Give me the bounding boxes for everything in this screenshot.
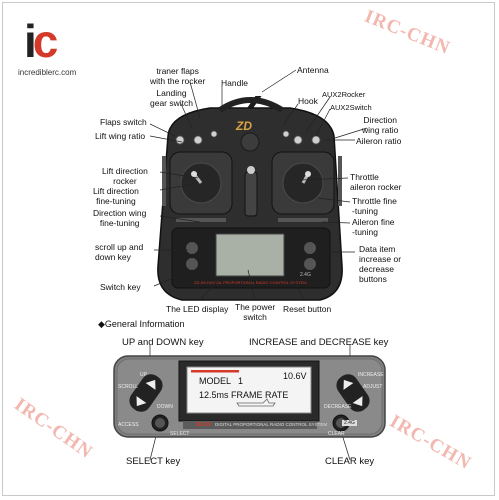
label-scroll-keys: scroll up and down key [95,242,144,262]
label-hook: Hook [298,96,318,106]
panel-clear-small-label: CLEAR [328,431,345,437]
label-lift-wing-ratio: Lift wing ratio [95,131,146,141]
label-clear-key: CLEAR key [325,456,375,467]
image-frame [2,2,495,496]
panel-down-label: DOWN [157,404,173,410]
panel-select-small-label: SELECT [170,431,190,437]
label-flaps-switch: Flaps switch [100,117,147,127]
label-up-down-key: UP and DOWN key [122,337,204,348]
label-aileron-ratio: Aileron ratio [356,136,402,146]
label-select-key: SELECT key [126,456,181,467]
label-power-switch: The power switch [235,302,276,322]
tx-freq: 2.4G [300,272,311,278]
label-data-item: Data item increase or decrease buttons [359,244,402,284]
panel-increase-label: INCREASE [358,372,384,378]
panel-decrease-label: DECREASE [324,404,352,410]
label-aux2-rocker: AUX2Rocker [322,90,366,99]
lcd-model-num: 1 [238,376,244,386]
label-landing-gear: Landing gear switch [150,88,193,108]
label-reset-button: Reset button [283,304,332,314]
label-throttle-aileron-rocker: Throttle aileron rocker [350,172,402,192]
panel-up-label: UP [140,372,147,378]
label-throttle-fine: Throttle fine -tuning [352,196,397,216]
label-led-display: The LED display [166,304,229,314]
adjust-rocker[interactable] [333,370,374,415]
panel-strip-brand: ZD-D9 [196,422,211,428]
label-switch-key: Switch key [100,282,141,292]
transmitter: ZD ZD-D9 DIGITAL PROPORTIONAL RADIO CONT… [157,96,343,301]
label-lift-direction-rocker: Lift direction rocker [102,166,148,186]
logo-url: incrediblerc.com [18,68,77,77]
label-trainer-flaps: traner flaps with the rocker [150,66,206,86]
brand-text: ZD [235,119,252,133]
label-lift-direction-fine: Lift direction fine-tuning [93,186,139,206]
lcd-screen [186,366,312,414]
lcd-model-label: MODEL [199,376,232,386]
label-direction-wing-ratio: Direction wing ratio [362,115,399,135]
label-handle: Handle [221,78,248,88]
label-antenna: Antenna [297,65,329,75]
panel-access-label: ACCESS [118,422,139,428]
panel-strip-text: DIGITAL PROPORTIONAL RADIO CONTROL SYSTE… [215,422,328,427]
tx-panel-strip: ZD-D9 DIGITAL PROPORTIONAL RADIO CONTROL… [194,280,307,285]
logo: ic incrediblerc.com [18,18,108,88]
scroll-rocker[interactable] [126,370,167,415]
label-aileron-fine: Aileron fine -tuning [352,217,395,237]
label-direction-wing-fine: Direction wing fine-tuning [93,208,147,228]
panel-adjust-label: ADJUST [363,384,383,390]
lcd-voltage: 10.6V [283,371,307,381]
label-aux2-switch: AUX2Switch [330,103,372,112]
panel-scroll-label: SCROLL [118,384,139,390]
control-panel [113,355,386,438]
label-inc-dec-key: INCREASE and DECREASE key [249,337,389,348]
panel-freq: 2.4G [342,420,357,426]
lcd-frame-rate: 12.5ms FRAME RATE [199,390,289,400]
logo-mark: ic [24,15,58,67]
general-info-title: ◆General Information [98,319,185,329]
